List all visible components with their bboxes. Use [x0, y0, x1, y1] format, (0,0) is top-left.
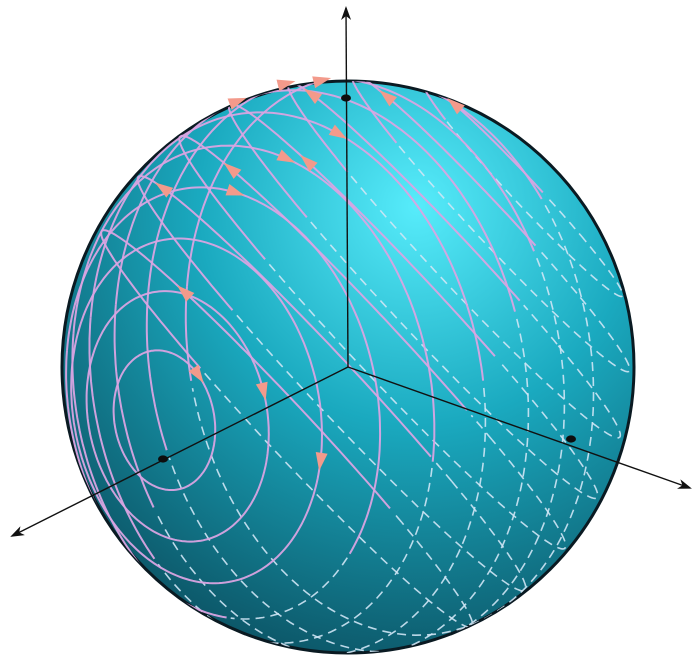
north-pole-point: [341, 94, 351, 101]
x-axis-point: [566, 435, 576, 442]
y-axis-point: [158, 455, 168, 462]
